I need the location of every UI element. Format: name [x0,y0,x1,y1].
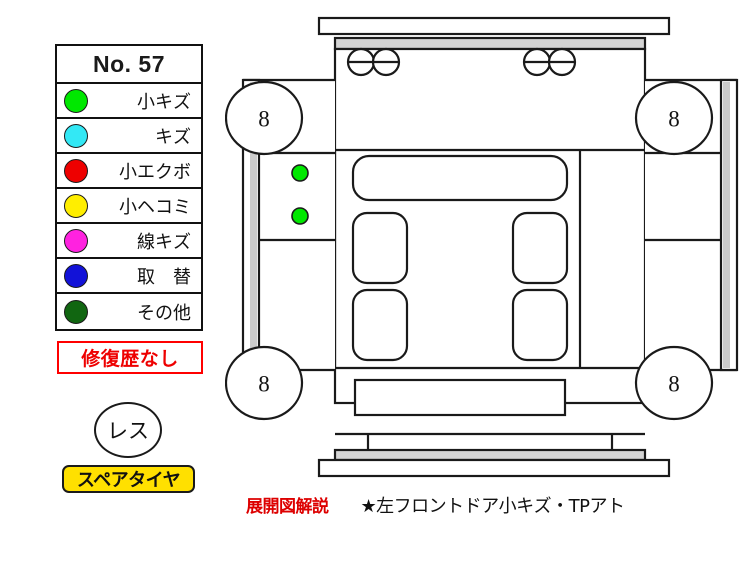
damage-dot-darkgreen-icon [64,299,88,324]
front-bumper [317,16,671,36]
spare-tire-status-label: レス [107,419,149,443]
damage-dot-magenta-icon [64,228,88,253]
page-title: No. 57 [92,50,166,77]
right-rocker-panel-inner [723,82,730,368]
legend-item-small-dent: 小ヘコミ [57,189,201,224]
wheel-value-front-left: 8 [258,107,270,132]
repair-history-label: 修復歴なし [81,348,179,370]
wheel-value-front-right: 8 [668,107,680,132]
damage-mark-1 [291,164,309,182]
wheel-value-rear-left: 8 [258,372,270,397]
damage-dot-blue-icon [64,263,88,288]
rear-left-seat [351,288,409,362]
wheel-rear-left [225,345,304,421]
legend-item-label: 小キズ [137,91,191,113]
damage-dot-cyan-icon [64,123,88,148]
damage-dot-red-icon [64,158,88,183]
damage-legend-panel: No. 57 小キズ キズ 小エクボ 小ヘコミ 線キズ 取 替 その他 [55,44,203,331]
spare-tire-badge: スペアタイヤ [62,465,195,493]
legend-item-label: キズ [155,126,191,148]
legend-item-label: 線キズ [137,231,191,253]
front-left-seat [351,211,409,285]
legend-item-label: 取 替 [137,266,191,288]
legend-item-label: 小エクボ [119,161,191,183]
wheel-front-left [225,80,304,156]
damage-mark-2 [291,207,309,225]
legend-item-label: その他 [137,302,191,324]
damage-dot-yellow-icon [64,193,88,218]
legend-title-row: No. 57 [57,46,201,84]
rear-bumper-reinforcement [333,448,647,462]
legend-item-other: その他 [57,294,201,329]
windshield-panel [351,154,569,202]
caption-text: ★左フロントドア小キズ・TPアト [360,496,626,517]
legend-item-small-scratch: 小キズ [57,84,201,119]
front-bumper-reinforcement [333,36,647,51]
wheel-rear-right [634,345,714,421]
vehicle-diagram: 8 8 8 8 [225,8,745,478]
caption-label: 展開図解説 [246,497,329,517]
rear-bumper [317,458,671,478]
legend-item-small-dimple: 小エクボ [57,154,201,189]
legend-item-replacement: 取 替 [57,259,201,294]
legend-item-scratch: キズ [57,119,201,154]
left-rocker-panel-inner [250,82,257,368]
spare-tire-status-circle: レス [94,402,162,458]
repair-history-badge: 修復歴なし [57,341,203,374]
diagram-caption: 展開図解説 ★左フロントドア小キズ・TPアト [246,492,625,518]
rear-window-panel [353,378,567,417]
spare-tire-label: スペアタイヤ [76,470,181,491]
front-right-seat [511,211,569,285]
rear-right-seat [511,288,569,362]
legend-item-line-scratch: 線キズ [57,224,201,259]
legend-item-label: 小ヘコミ [119,196,191,218]
damage-dot-green-icon [64,88,88,113]
wheel-front-right [634,80,714,156]
wheel-value-rear-right: 8 [668,372,680,397]
